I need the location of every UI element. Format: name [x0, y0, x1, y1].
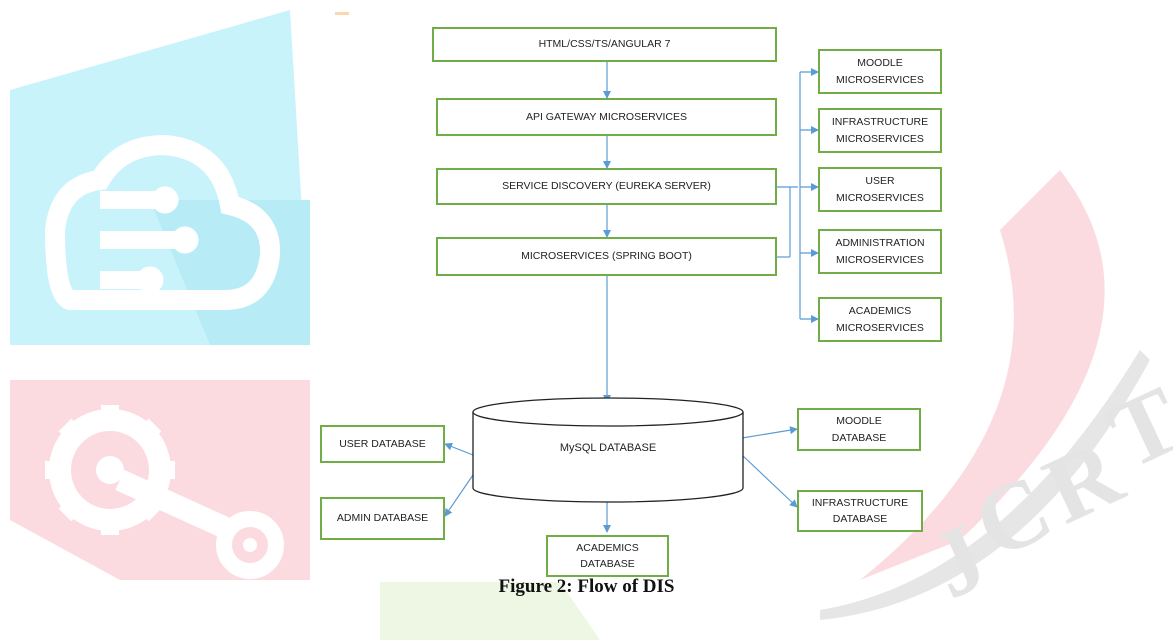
watermark-orange-mark: [335, 12, 349, 15]
administration-microservices-box: ADMINISTRATION MICROSERVICES: [818, 229, 942, 274]
mysql-database-label: MySQL DATABASE: [559, 442, 657, 454]
arrow-to-user-db: [444, 442, 474, 456]
user-database-label: USER DATABASE: [339, 437, 426, 450]
academics-database-label: ACADEMICS DATABASE: [576, 541, 639, 570]
watermark-red-swoosh: [860, 170, 1105, 580]
arrow-to-moodle-db: [741, 426, 798, 439]
moodle-database-label: MOODLE DATABASE: [831, 415, 887, 444]
spring-boot-label: MICROSERVICES (SPRING BOOT): [521, 250, 692, 263]
user-microservices-box: USER MICROSERVICES: [818, 167, 942, 212]
watermark-green-band: [380, 582, 600, 640]
academics-microservices-label: ACADEMICS MICROSERVICES: [836, 305, 924, 334]
service-discovery-box: SERVICE DISCOVERY (EUREKA SERVER): [436, 168, 777, 205]
academics-database-box: ACADEMICS DATABASE: [546, 535, 669, 577]
gears-icon: [45, 405, 284, 579]
infrastructure-microservices-label: INFRASTRUCTURE MICROSERVICES: [831, 116, 929, 145]
user-database-box: USER DATABASE: [320, 425, 445, 463]
service-discovery-label: SERVICE DISCOVERY (EUREKA SERVER): [502, 180, 711, 193]
mysql-database-cylinder: [472, 397, 744, 503]
api-gateway-label: API GATEWAY MICROSERVICES: [525, 110, 688, 123]
admin-database-box: ADMIN DATABASE: [320, 497, 445, 540]
infrastructure-database-label: INFRASTRUCTURE DATABASE: [811, 496, 909, 525]
infrastructure-database-box: INFRASTRUCTURE DATABASE: [797, 490, 923, 532]
academics-microservices-box: ACADEMICS MICROSERVICES: [818, 297, 942, 342]
moodle-database-box: MOODLE DATABASE: [797, 408, 921, 451]
moodle-microservices-box: MOODLE MICROSERVICES: [818, 49, 942, 94]
admin-database-label: ADMIN DATABASE: [336, 512, 429, 525]
figure-caption: Figure 2: Flow of DIS: [498, 576, 675, 597]
frontend-label: HTML/CSS/TS/ANGULAR 7: [538, 38, 671, 51]
administration-microservices-label: ADMINISTRATION MICROSERVICES: [835, 237, 925, 266]
cloud-circuit-icon: [44, 134, 281, 310]
infrastructure-microservices-box: INFRASTRUCTURE MICROSERVICES: [818, 108, 942, 153]
api-gateway-box: API GATEWAY MICROSERVICES: [436, 98, 777, 136]
user-microservices-label: USER MICROSERVICES: [836, 175, 924, 204]
spring-boot-box: MICROSERVICES (SPRING BOOT): [436, 237, 777, 276]
arrow-to-admin-db: [444, 471, 476, 517]
arrow-to-infra-db: [741, 454, 798, 508]
frontend-box: HTML/CSS/TS/ANGULAR 7: [432, 27, 777, 62]
moodle-microservices-label: MOODLE MICROSERVICES: [836, 57, 924, 86]
